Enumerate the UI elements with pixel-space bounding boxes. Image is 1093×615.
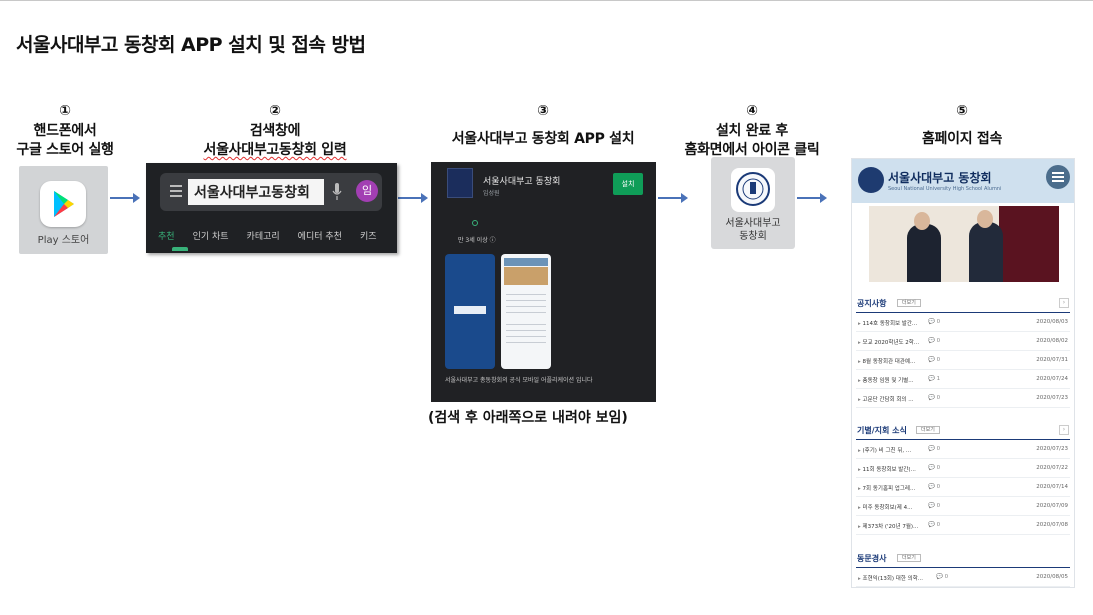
mic-icon[interactable] [332, 183, 342, 201]
arrow-right-icon [797, 193, 827, 203]
tab-editors-choice[interactable]: 에디터 추천 [298, 229, 342, 242]
arrow-right-icon [398, 193, 428, 203]
arrow-right-icon [658, 193, 688, 203]
age-rating-text: 만 3세 이상 ⓘ [458, 235, 496, 244]
section-title-class-news[interactable]: 기별/지회 소식 [857, 425, 907, 436]
top-divider [0, 0, 1093, 1]
step-1-label-line1: 핸드폰에서 [0, 122, 130, 141]
homepage-header: 서울사대부고 동창회 Seoul National University Hig… [852, 159, 1075, 203]
avatar[interactable]: 임 [356, 180, 378, 202]
step-2-label: 검색창에 서울사대부고동창회 입력 [190, 122, 360, 160]
age-rating-icon [472, 220, 478, 226]
active-tab-indicator [172, 247, 188, 251]
category-tabs: 추천 인기 차트 카테고리 에디터 추천 키즈 [158, 224, 396, 244]
tab-kids[interactable]: 키즈 [360, 229, 377, 242]
person-figure [969, 222, 1003, 282]
play-store-app-tile[interactable]: Play 스토어 [19, 166, 108, 254]
home-screen-app-icon[interactable]: 서울사대부고 동창회 [711, 157, 795, 249]
home-icon-label-line1: 서울사대부고 [711, 217, 795, 230]
section-title-notices[interactable]: 공지사항 [857, 298, 886, 309]
step-5-label: 홈페이지 접속 [902, 130, 1022, 149]
more-button[interactable]: 더보기 [897, 554, 921, 562]
banner-photo [869, 206, 1059, 282]
step-3-number: ③ [533, 103, 553, 119]
home-icon-label-line2: 동창회 [711, 230, 795, 243]
step-2-label-line2: 서울사대부고동창회 입력 [190, 141, 360, 160]
app-name: 서울사대부고 동창회 [483, 174, 560, 187]
app-screenshot-line [506, 306, 546, 307]
tab-recommended[interactable]: 추천 [158, 229, 175, 242]
flag-graphic [999, 206, 1059, 282]
step-4-number: ④ [742, 103, 762, 119]
step-1-label-line2: 구글 스토어 실행 [0, 141, 130, 160]
search-bar[interactable]: 서울사대부고동창회 임 [160, 173, 382, 211]
school-logo-icon[interactable] [858, 167, 884, 193]
play-store-search-screen: 서울사대부고동창회 임 추천 인기 차트 카테고리 에디터 추천 키즈 [146, 163, 397, 253]
school-seal-icon [731, 168, 775, 212]
app-description: 서울사대부고 총동창회의 공식 모바일 어플리케이션 입니다 [445, 375, 593, 384]
step-4-label-line1: 설치 완료 후 [672, 122, 832, 141]
person-face [914, 212, 930, 230]
chevron-right-icon[interactable]: › [1059, 425, 1069, 435]
search-input[interactable]: 서울사대부고동창회 [188, 179, 324, 205]
step-1-label: 핸드폰에서 구글 스토어 실행 [0, 122, 130, 160]
page-title: 서울사대부고 동창회 APP 설치 및 접속 방법 [16, 30, 365, 57]
app-developer: 임성원 [483, 188, 500, 197]
home-icon-label: 서울사대부고 동창회 [711, 217, 795, 243]
more-button[interactable]: 더보기 [916, 426, 940, 434]
chevron-right-icon[interactable]: › [1059, 298, 1069, 308]
app-screenshot-photo [504, 267, 548, 285]
step-2-label-keyword: 서울사대부고동창회 입력 [204, 142, 347, 158]
app-screenshot-line [506, 342, 546, 343]
app-screenshot-logo [454, 306, 486, 314]
app-screenshot-header [504, 258, 548, 266]
app-screenshot-2[interactable] [501, 254, 551, 369]
app-screenshot-line [506, 324, 546, 325]
person-figure [907, 224, 941, 282]
app-screenshot-line [506, 330, 546, 331]
school-seal-inner [736, 172, 770, 206]
tab-top-charts[interactable]: 인기 차트 [193, 229, 229, 242]
person-face [977, 210, 993, 228]
app-screenshot-line [506, 300, 546, 301]
homepage-title[interactable]: 서울사대부고 동창회 [888, 169, 992, 186]
app-screenshot-line [506, 336, 546, 337]
install-button[interactable]: 설치 [613, 173, 643, 195]
scroll-note: (검색 후 아래쪽으로 내려야 보임) [428, 407, 628, 427]
app-logo-icon [447, 168, 473, 198]
more-button[interactable]: 더보기 [897, 299, 921, 307]
app-screenshot-line [506, 312, 546, 313]
arrow-right-icon [110, 193, 140, 203]
step-4-label: 설치 완료 후 홈화면에서 아이콘 클릭 [672, 122, 832, 160]
hamburger-menu-icon[interactable] [1046, 165, 1070, 189]
app-detail-screen: 서울사대부고 동창회 임성원 설치 만 3세 이상 ⓘ 서울사대부고 총동창회의… [431, 162, 656, 402]
step-2-number: ② [265, 103, 285, 119]
homepage-subtitle: Seoul National University High School Al… [888, 186, 1001, 192]
section-title-alumni-events[interactable]: 동문경사 [857, 553, 886, 564]
step-2-label-line1: 검색창에 [190, 122, 360, 141]
step-3-label: 서울사대부고 동창회 APP 설치 [433, 130, 653, 149]
step-1-number: ① [55, 103, 75, 119]
play-store-label: Play 스토어 [19, 231, 108, 246]
tab-categories[interactable]: 카테고리 [247, 229, 280, 242]
homepage-screen: 서울사대부고 동창회 Seoul National University Hig… [851, 158, 1075, 588]
menu-icon[interactable] [170, 185, 182, 197]
step-5-number: ⑤ [952, 103, 972, 119]
app-screenshot-line [506, 294, 546, 295]
app-screenshot-1[interactable] [445, 254, 495, 369]
google-play-icon [40, 181, 86, 227]
